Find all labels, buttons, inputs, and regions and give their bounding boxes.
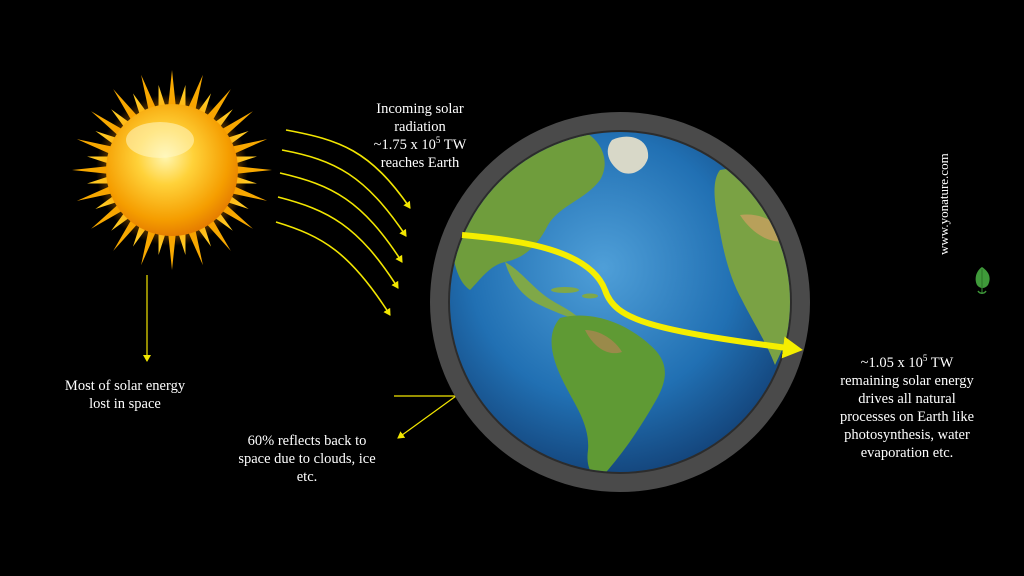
sun-icon	[72, 70, 272, 270]
incoming-value: ~1.75 x 10	[373, 137, 436, 153]
incoming-exponent: 5	[435, 135, 441, 146]
remaining-line-3: drives all natural	[858, 391, 956, 407]
reflection-label: 60% reflects back to space due to clouds…	[212, 432, 402, 486]
reflect-line-2: space due to clouds, ice	[238, 451, 376, 467]
lost-in-space-label: Most of solar energy lost in space	[40, 377, 210, 413]
incoming-unit: TW	[440, 137, 467, 153]
incoming-line-3: ~1.75 x 105 TW	[350, 136, 490, 154]
reflect-line-1: 60% reflects back to	[247, 433, 367, 449]
remaining-line-1: ~1.05 x 105 TW	[818, 354, 996, 372]
lost-line-2: lost in space	[89, 396, 161, 412]
incoming-radiation-arrows	[275, 129, 411, 316]
reflection-arrow	[394, 395, 457, 439]
remaining-exponent: 5	[922, 353, 928, 364]
remaining-line-4: processes on Earth like	[839, 409, 975, 425]
incoming-line-4: reaches Earth	[380, 155, 460, 171]
reflect-line-3: etc.	[296, 469, 318, 485]
remaining-line-5: photosynthesis, water	[844, 427, 970, 443]
remaining-line-6: evaporation etc.	[860, 445, 954, 461]
remaining-line-2: remaining solar energy	[840, 373, 974, 389]
transmitted-energy-arrow	[461, 232, 803, 359]
incoming-radiation-label: Incoming solar radiation ~1.75 x 105 TW …	[350, 100, 490, 172]
yonature-logo-icon	[975, 267, 990, 294]
earth-globe	[430, 112, 810, 492]
incoming-line-2: radiation	[394, 119, 446, 135]
incoming-line-1: Incoming solar	[376, 101, 464, 117]
lost-line-1: Most of solar energy	[64, 378, 186, 394]
remaining-energy-label: ~1.05 x 105 TW remaining solar energy dr…	[818, 354, 996, 462]
remaining-value: ~1.05 x 10	[860, 355, 923, 371]
remaining-unit: TW	[927, 355, 954, 371]
website-watermark: www.yonature.com	[936, 153, 951, 255]
